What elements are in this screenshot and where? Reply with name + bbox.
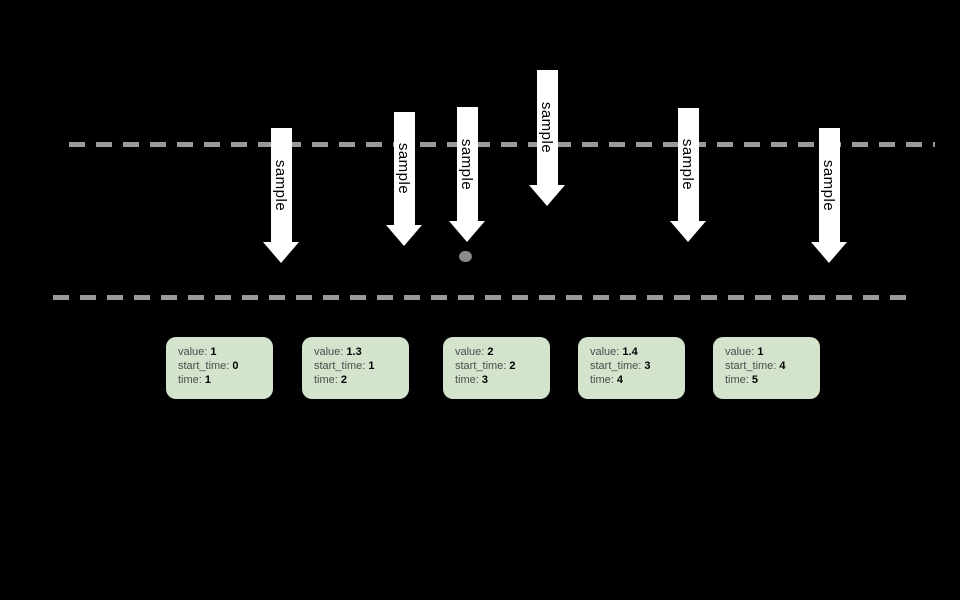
sample-arrow-label: sample <box>679 138 697 191</box>
value-line: value: 1.4 <box>590 345 679 359</box>
start-time-number: 2 <box>509 360 516 372</box>
value-label: value: <box>314 346 344 358</box>
start-time-line: start_time: 3 <box>590 359 679 373</box>
time-line: time: 5 <box>725 373 814 387</box>
time-line: time: 2 <box>314 373 403 387</box>
time-number: 4 <box>616 374 624 386</box>
value-label: value: <box>178 346 208 358</box>
time-label: time: <box>725 374 749 386</box>
sample-record-box-4: value: 1.4 start_time: 3 time: 4 <box>578 337 685 399</box>
value-label: value: <box>725 346 755 358</box>
start-time-label: start_time: <box>178 360 230 372</box>
sample-arrow-3: sample <box>449 107 485 242</box>
time-number: 1 <box>204 374 212 386</box>
sample-record-box-1: value: 1 start_time: 0 time: 1 <box>166 337 273 399</box>
sample-arrow-label: sample <box>820 159 838 211</box>
arrow-head-icon <box>811 242 847 263</box>
time-label: time: <box>178 374 202 386</box>
sample-arrow-label: sample <box>458 138 476 190</box>
arrow-head-icon <box>386 225 422 246</box>
sample-point-dot <box>459 251 472 262</box>
sample-arrow-label: sample <box>272 159 290 211</box>
time-line: time: 1 <box>178 373 267 387</box>
value-number: 1 <box>757 346 764 358</box>
start-time-number: 1 <box>368 360 375 372</box>
start-time-number: 0 <box>232 360 239 372</box>
arrow-shaft: sample <box>677 108 699 221</box>
upper-stream-dashed-line <box>69 142 935 147</box>
value-number: 1 <box>210 346 217 358</box>
start-time-label: start_time: <box>725 360 777 372</box>
sample-arrow-1: sample <box>263 128 299 263</box>
time-label: time: <box>590 374 614 386</box>
start-time-line: start_time: 2 <box>455 359 544 373</box>
sample-arrow-6: sample <box>811 128 847 263</box>
value-line: value: 2 <box>455 345 544 359</box>
value-label: value: <box>455 346 485 358</box>
start-time-line: start_time: 4 <box>725 359 814 373</box>
start-time-label: start_time: <box>314 360 366 372</box>
arrow-shaft: sample <box>393 112 415 225</box>
sample-arrow-2: sample <box>386 112 422 246</box>
sample-record-box-2: value: 1.3 start_time: 1 time: 2 <box>302 337 409 399</box>
sample-arrow-label: sample <box>538 101 556 154</box>
value-line: value: 1 <box>178 345 267 359</box>
time-number: 2 <box>340 374 348 386</box>
arrow-head-icon <box>449 221 485 242</box>
value-number: 2 <box>487 346 494 358</box>
value-label: value: <box>590 346 620 358</box>
sample-record-box-5: value: 1 start_time: 4 time: 5 <box>713 337 820 399</box>
sample-arrow-5: sample <box>670 108 706 242</box>
start-time-label: start_time: <box>455 360 507 372</box>
start-time-line: start_time: 1 <box>314 359 403 373</box>
time-number: 3 <box>481 374 489 386</box>
start-time-number: 3 <box>644 360 651 372</box>
start-time-number: 4 <box>779 360 786 372</box>
start-time-label: start_time: <box>590 360 642 372</box>
arrow-head-icon <box>670 221 706 242</box>
lower-stream-dashed-line <box>53 295 908 300</box>
arrow-shaft: sample <box>270 128 292 242</box>
arrow-head-icon <box>263 242 299 263</box>
sample-arrow-4: sample <box>529 70 565 206</box>
arrow-shaft: sample <box>818 128 840 242</box>
arrow-head-icon <box>529 185 565 206</box>
value-number: 1.4 <box>622 346 638 358</box>
value-line: value: 1.3 <box>314 345 403 359</box>
arrow-shaft: sample <box>456 107 478 221</box>
time-label: time: <box>455 374 479 386</box>
start-time-line: start_time: 0 <box>178 359 267 373</box>
value-number: 1.3 <box>346 346 362 358</box>
value-line: value: 1 <box>725 345 814 359</box>
time-number: 5 <box>751 374 759 386</box>
sample-arrow-label: sample <box>395 142 413 195</box>
time-line: time: 3 <box>455 373 544 387</box>
sample-record-box-3: value: 2 start_time: 2 time: 3 <box>443 337 550 399</box>
time-line: time: 4 <box>590 373 679 387</box>
time-label: time: <box>314 374 338 386</box>
arrow-shaft: sample <box>536 70 558 185</box>
